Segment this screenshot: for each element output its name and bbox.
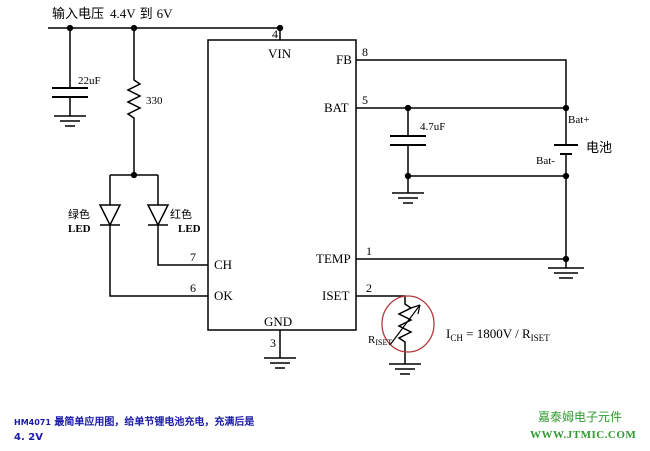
pin-name-gnd: GND <box>264 314 292 329</box>
input-capacitor <box>52 28 88 127</box>
pin-number-iset: 2 <box>366 281 372 295</box>
pin-name-ch: CH <box>214 257 232 272</box>
input-rail-wire <box>48 27 281 40</box>
pin-number-temp: 1 <box>366 244 372 258</box>
red-led <box>146 175 208 266</box>
battery-positive-label: Bat+ <box>568 114 589 126</box>
junction-dot <box>276 24 284 32</box>
pin-number-ok: 6 <box>190 281 196 295</box>
green-led <box>98 175 208 297</box>
red-led-label-cn: 红色 <box>170 207 192 221</box>
logo-website: WWW.JTMIC.COM <box>530 429 636 441</box>
caption-line-2: 4. 2V <box>14 432 43 443</box>
junction-dot <box>404 172 412 180</box>
hm4071-chip-body <box>207 39 357 331</box>
pin-number-fb: 8 <box>362 45 368 59</box>
fb-wire <box>356 59 567 145</box>
green-led-label-led: LED <box>68 223 91 235</box>
caption-line-1: HM4071 最简单应用图，给单节锂电池充电，充满后是 <box>14 415 254 428</box>
pin-name-vin: VIN <box>268 46 292 61</box>
pin-name-ok: OK <box>214 288 233 303</box>
battery-negative-label: Bat- <box>536 155 555 167</box>
iset-highlight-circle <box>381 295 435 353</box>
green-led-label-cn: 绿色 <box>68 207 90 221</box>
junction-dot <box>130 171 138 179</box>
pin-number-gnd: 3 <box>270 336 276 350</box>
junction-dot <box>562 255 570 263</box>
led-resistor <box>126 28 142 175</box>
charge-current-formula: ICH = 1800V / RISET <box>446 326 550 343</box>
junction-dot <box>562 172 570 180</box>
riset-label: RISET <box>368 334 392 347</box>
pin-number-ch: 7 <box>190 250 196 264</box>
pin-name-bat: BAT <box>324 100 349 115</box>
battery-symbol <box>554 144 578 268</box>
battery-ground <box>548 267 584 279</box>
pin-name-fb: FB <box>336 52 352 67</box>
input-capacitor-label: 22uF <box>78 75 101 87</box>
pin-name-temp: TEMP <box>316 251 351 266</box>
pin-number-vin: 4 <box>272 27 278 41</box>
logo-company-name: 嘉泰姆电子元件 <box>538 410 622 424</box>
battery-capacitor <box>390 108 426 204</box>
pin-number-bat: 5 <box>362 93 368 107</box>
red-led-label-led: LED <box>178 223 201 235</box>
resistor-label: 330 <box>146 95 163 107</box>
chip-ground <box>264 357 296 369</box>
iset-resistor <box>356 295 421 375</box>
battery-capacitor-label: 4.7uF <box>420 121 445 133</box>
battery-label: 电池 <box>586 140 612 155</box>
pin-name-iset: ISET <box>322 288 350 303</box>
